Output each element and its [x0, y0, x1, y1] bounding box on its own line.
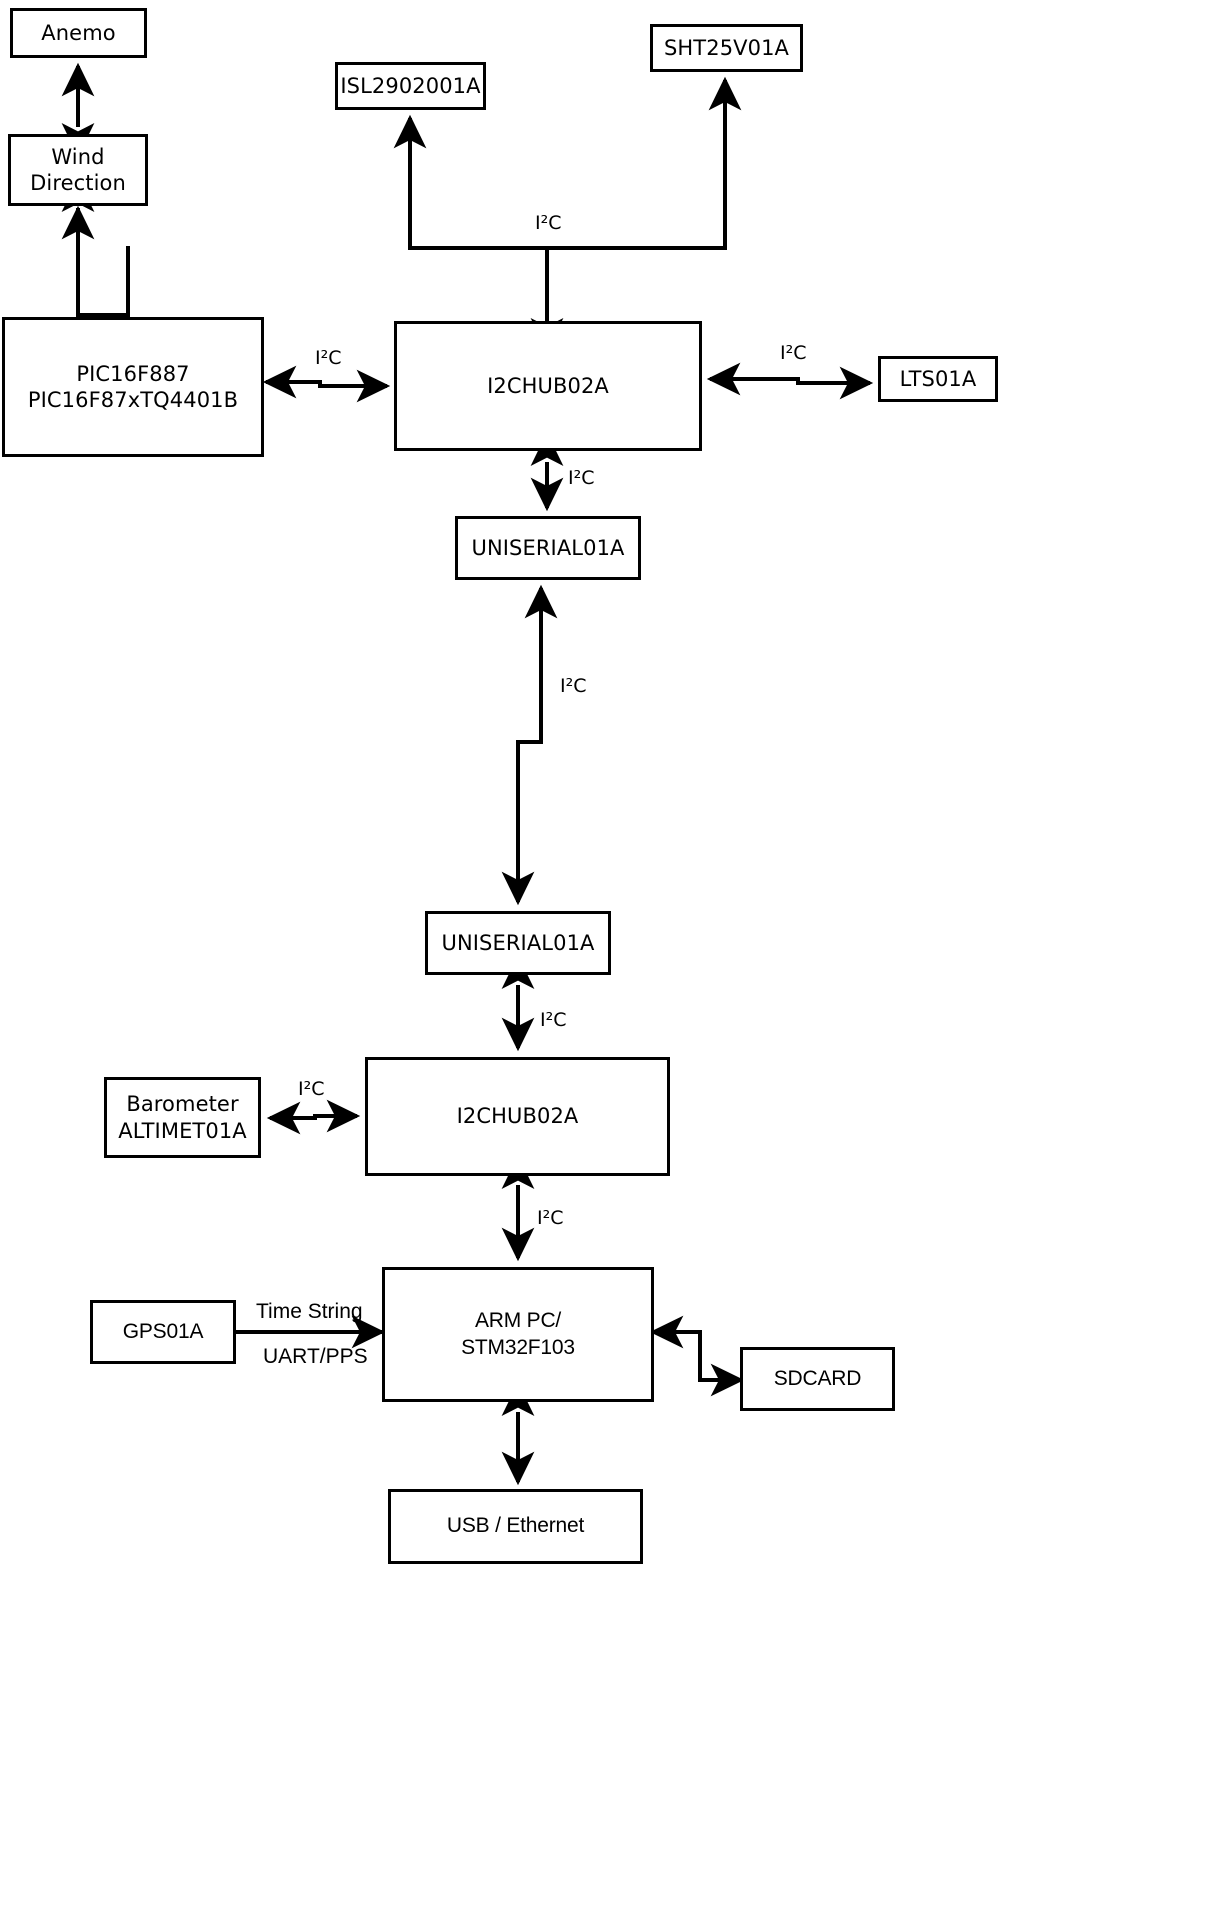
node-i2chub02a-top[interactable]: I2CHUB02A	[394, 321, 702, 451]
edge-label-i2c-hub-uniserial1: I²C	[568, 467, 595, 489]
edge-baro-hub2	[272, 1114, 355, 1120]
edge-pic-hub	[268, 380, 385, 388]
edge-label-gps-time-string: Time String	[256, 1300, 363, 1323]
node-pic-mcu[interactable]: PIC16F887 PIC16F87xTQ4401B	[2, 317, 264, 457]
node-i2chub02a-bottom-label: I2CHUB02A	[456, 1104, 579, 1129]
node-uniserial01a-upper[interactable]: UNISERIAL01A	[455, 516, 641, 580]
node-sdcard[interactable]: SDCARD	[740, 1347, 895, 1411]
edge-uniserial1-uniserial2	[516, 590, 543, 900]
edge-label-i2c-hub-lts: I²C	[780, 342, 807, 364]
edge-hub-top-bus	[408, 120, 564, 352]
node-usb-ethernet[interactable]: USB / Ethernet	[388, 1489, 643, 1564]
node-sdcard-label: SDCARD	[773, 1366, 862, 1390]
node-arm-pc-label: ARM PC/ STM32F103	[461, 1309, 575, 1359]
node-wind-direction[interactable]: Wind Direction	[8, 134, 148, 206]
node-anemo[interactable]: Anemo	[10, 8, 147, 58]
node-uniserial01a-lower[interactable]: UNISERIAL01A	[425, 911, 611, 975]
node-arm-pc[interactable]: ARM PC/ STM32F103	[382, 1267, 654, 1402]
edge-armpc-sdcard	[665, 1330, 733, 1382]
node-pic-mcu-label: PIC16F887 PIC16F87xTQ4401B	[27, 361, 239, 412]
edge-hub-lts	[712, 377, 868, 385]
edge-pic-winddirection-elbow	[76, 209, 130, 317]
node-lts01a[interactable]: LTS01A	[878, 356, 998, 402]
node-gps01a-label: GPS01A	[122, 1319, 204, 1343]
node-barometer-altimet01a[interactable]: Barometer ALTIMET01A	[104, 1077, 261, 1158]
edge-label-gps-uart-pps: UART/PPS	[263, 1345, 368, 1368]
edge-label-i2c-top-bus: I²C	[535, 212, 562, 234]
node-lts01a-label: LTS01A	[899, 366, 977, 391]
node-i2chub02a-bottom[interactable]: I2CHUB02A	[365, 1057, 670, 1176]
node-isl2902001a-label: ISL2902001A	[340, 73, 481, 98]
edge-label-i2c-barometer-hub2: I²C	[298, 1078, 325, 1100]
edge-label-i2c-pic-hub: I²C	[315, 347, 342, 369]
node-sht25v01a[interactable]: SHT25V01A	[650, 24, 803, 72]
node-sht25v01a-label: SHT25V01A	[663, 35, 790, 60]
node-usb-ethernet-label: USB / Ethernet	[446, 1514, 585, 1538]
node-i2chub02a-top-label: I2CHUB02A	[487, 373, 609, 398]
edge-label-i2c-uniserial2-hub2: I²C	[540, 1009, 567, 1031]
node-uniserial01a-lower-label: UNISERIAL01A	[441, 930, 595, 955]
edge-label-i2c-hub2-armpc: I²C	[537, 1207, 564, 1229]
node-isl2902001a[interactable]: ISL2902001A	[335, 62, 486, 110]
edge-label-i2c-uniserial1-uniserial2: I²C	[560, 675, 587, 697]
node-uniserial01a-upper-label: UNISERIAL01A	[471, 535, 625, 560]
node-barometer-altimet01a-label: Barometer ALTIMET01A	[118, 1092, 247, 1143]
node-anemo-label: Anemo	[41, 20, 116, 45]
node-wind-direction-label: Wind Direction	[30, 144, 126, 195]
node-gps01a[interactable]: GPS01A	[90, 1300, 236, 1364]
edge-bus-to-sht	[547, 82, 727, 250]
